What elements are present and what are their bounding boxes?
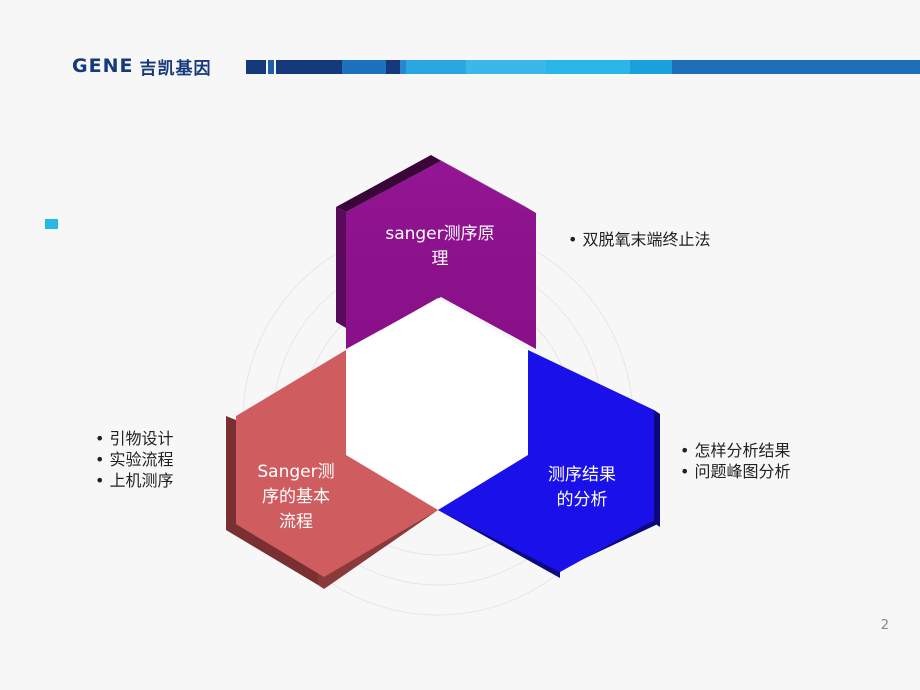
slide-header: GENE 吉凯基因	[0, 0, 920, 100]
hexagon-right-label: 测序结果 的分析	[522, 463, 642, 513]
accent-square	[45, 219, 58, 229]
top-bullet-list: 双脱氧末端终止法	[568, 229, 711, 250]
page-number: 2	[880, 618, 889, 633]
hexagon-left-label: Sanger测 序的基本 流程	[236, 460, 356, 535]
hexagon-center	[346, 298, 528, 510]
list-item: 怎样分析结果	[680, 440, 791, 461]
hexagon-top-label-line2: 理	[431, 249, 449, 269]
hexagon-top-label-line1: sanger测序原	[385, 224, 495, 244]
logo-text: GENE	[72, 55, 134, 77]
right-bullet-list: 怎样分析结果 问题峰图分析	[680, 440, 791, 482]
list-item: 上机测序	[95, 470, 174, 491]
company-logo: GENE 吉凯基因	[72, 53, 211, 79]
hexagon-left-label-line2: 序的基本	[262, 487, 330, 507]
header-decorative-bar	[246, 60, 920, 74]
list-item: 实验流程	[95, 449, 174, 470]
hexagon-top-label: sanger测序原 理	[360, 222, 520, 272]
hexagon-left-label-line1: Sanger测	[257, 462, 335, 482]
left-bullet-list: 引物设计 实验流程 上机测序	[95, 428, 174, 491]
hexagon-top[interactable]	[336, 155, 536, 349]
hexagon-left-label-line3: 流程	[279, 512, 313, 532]
list-item: 问题峰图分析	[680, 461, 791, 482]
hexagon-right-label-line2: 的分析	[556, 490, 608, 510]
hexagon-right-label-line1: 测序结果	[548, 465, 616, 485]
logo-chinese-name: 吉凯基因	[139, 58, 212, 79]
list-item: 引物设计	[95, 428, 174, 449]
list-item: 双脱氧末端终止法	[568, 229, 711, 250]
